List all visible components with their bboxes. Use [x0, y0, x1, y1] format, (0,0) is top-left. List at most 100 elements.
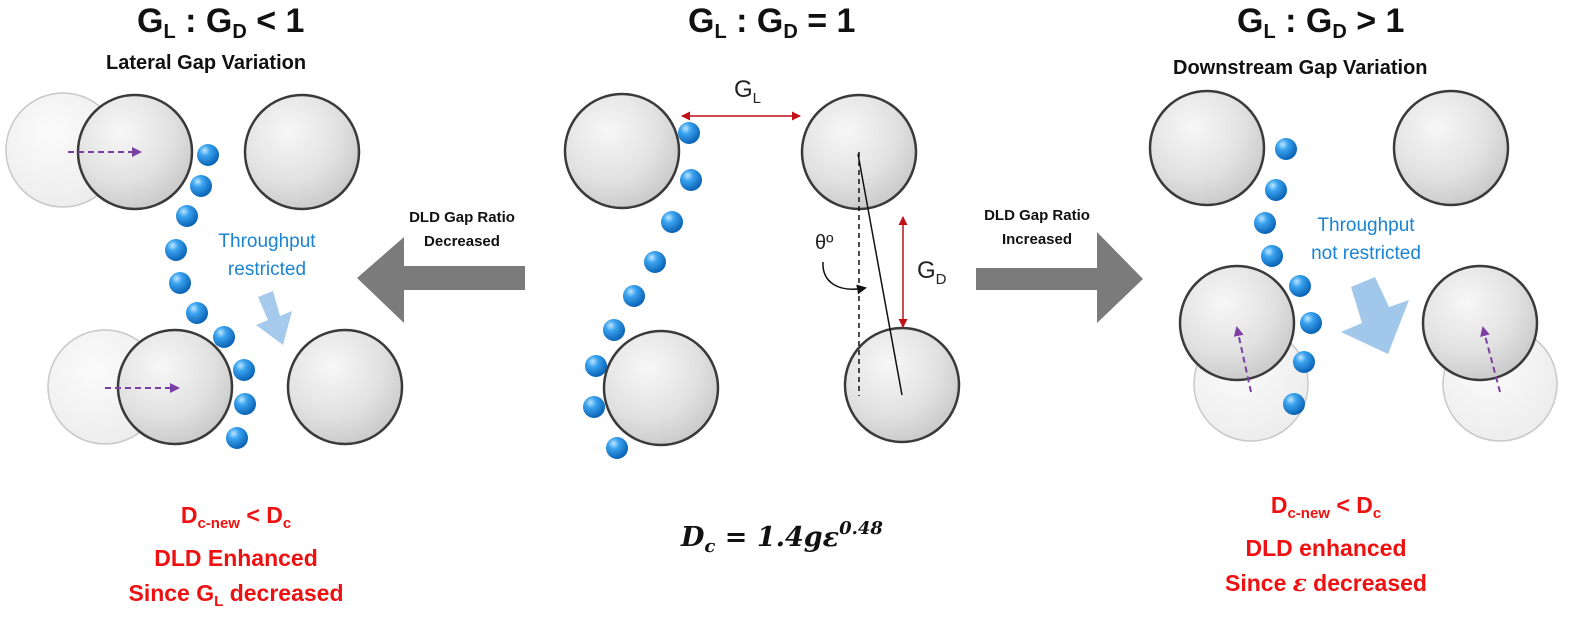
particle	[606, 437, 628, 459]
decreased: decreased	[223, 580, 344, 606]
title-l-sub: L	[1263, 21, 1276, 43]
left-result: Dc-new < Dc DLD Enhanced Since GL decrea…	[96, 498, 376, 619]
particle	[644, 251, 666, 273]
particle	[1289, 275, 1311, 297]
pillar	[563, 92, 681, 210]
since: Since G	[128, 580, 215, 606]
result-line-1: Dc-new < Dc	[96, 498, 376, 541]
title-d-sub: D	[1332, 21, 1347, 43]
lt: < D	[239, 502, 283, 528]
dc-sub: c-new	[1287, 505, 1330, 522]
arrow-label-line: Increased	[1001, 231, 1073, 248]
left-panel-subtitle: Lateral Gap Variation	[106, 52, 307, 74]
particle	[1254, 212, 1276, 234]
result-line-2: DLD enhanced	[1245, 535, 1407, 561]
center-panel-title: GL : GD = 1	[688, 2, 855, 44]
pillar	[286, 328, 404, 446]
pillar	[1392, 89, 1510, 207]
title-relation: < 1	[246, 2, 305, 40]
c-sub: c	[1372, 505, 1382, 522]
particle	[583, 396, 605, 418]
flow-arrow	[1341, 277, 1409, 354]
tilt-angle-arrow	[822, 261, 867, 295]
formula-d: D	[681, 522, 705, 553]
title-l-sub: L	[714, 21, 727, 43]
result-line-1: Dc-new < Dc	[1186, 488, 1466, 531]
note-line: Throughput	[1317, 215, 1415, 236]
pillar	[76, 93, 194, 211]
result-line-3: Since GL decreased	[96, 576, 376, 619]
c-sub: c	[282, 515, 292, 532]
gap-ratio-decreased-arrow	[357, 237, 525, 323]
particle	[234, 393, 256, 415]
result-line-2: DLD Enhanced	[154, 545, 318, 571]
gl-g: G	[734, 76, 753, 103]
title-colon: : G	[175, 2, 233, 40]
particle	[213, 326, 235, 348]
left-panel-title: GL : GD < 1	[137, 2, 304, 44]
particle-stream	[165, 144, 256, 449]
since: Since	[1225, 570, 1293, 596]
title-relation: > 1	[1346, 2, 1405, 40]
throughput-not-restricted-note: Throughput not restricted	[1296, 212, 1436, 268]
title-d-sub: D	[783, 21, 798, 43]
formula-exponent: 0.48	[839, 518, 883, 539]
pillar	[1421, 264, 1539, 382]
downstream-gap-label: GD	[917, 257, 947, 288]
pillar	[1178, 264, 1296, 382]
formula-c-sub: c	[704, 536, 716, 557]
particle	[678, 122, 700, 144]
particle	[1261, 245, 1283, 267]
particle-stream	[583, 122, 702, 459]
particle	[623, 285, 645, 307]
particle	[165, 239, 187, 261]
note-line: Throughput	[218, 231, 316, 252]
particle	[190, 175, 212, 197]
particle	[1265, 179, 1287, 201]
title-colon: : G	[1275, 2, 1333, 40]
displacement-arrow	[1480, 326, 1501, 393]
pillar	[1148, 89, 1266, 207]
formula-body: = 1.4gε	[715, 522, 840, 553]
particle	[661, 211, 683, 233]
lt: < D	[1329, 492, 1373, 518]
particle	[1300, 312, 1322, 334]
throughput-restricted-note: Throughput restricted	[205, 228, 329, 284]
particle	[1283, 393, 1305, 415]
particle	[233, 359, 255, 381]
particle	[680, 169, 702, 191]
displacement-arrow	[1233, 326, 1252, 393]
arrow-label-line: Decreased	[424, 233, 500, 250]
title-g: G	[1237, 2, 1264, 40]
particle	[176, 205, 198, 227]
title-colon: : G	[726, 2, 784, 40]
particle-stream	[1254, 138, 1322, 415]
right-result: Dc-new < Dc DLD enhanced Since ε decreas…	[1186, 488, 1466, 601]
epsilon: ε	[1292, 570, 1307, 597]
result-line-3: Since ε decreased	[1186, 566, 1466, 601]
increased-arrow-label: DLD Gap Ratio Increased	[967, 204, 1107, 252]
particle	[186, 302, 208, 324]
particle	[169, 272, 191, 294]
particle	[585, 355, 607, 377]
title-d-sub: D	[232, 21, 247, 43]
particle	[1293, 351, 1315, 373]
gap-ratio-increased-arrow	[976, 232, 1143, 323]
lateral-gap-label: GL	[734, 76, 761, 107]
title-g: G	[688, 2, 715, 40]
tilt-line	[857, 153, 903, 396]
particle	[603, 319, 625, 341]
gl-sub: L	[752, 90, 762, 107]
right-panel-graphics	[1148, 89, 1558, 442]
pillar	[843, 326, 961, 444]
particle	[1275, 138, 1297, 160]
gd-g: G	[917, 257, 936, 284]
theta-label: θº	[815, 232, 834, 254]
left-panel-graphics	[5, 92, 404, 449]
gd-sub: D	[935, 271, 947, 288]
dc-sub: c-new	[197, 515, 240, 532]
right-panel-title: GL : GD > 1	[1237, 2, 1404, 44]
pillar	[243, 93, 361, 211]
gl-sub: L	[214, 593, 224, 610]
